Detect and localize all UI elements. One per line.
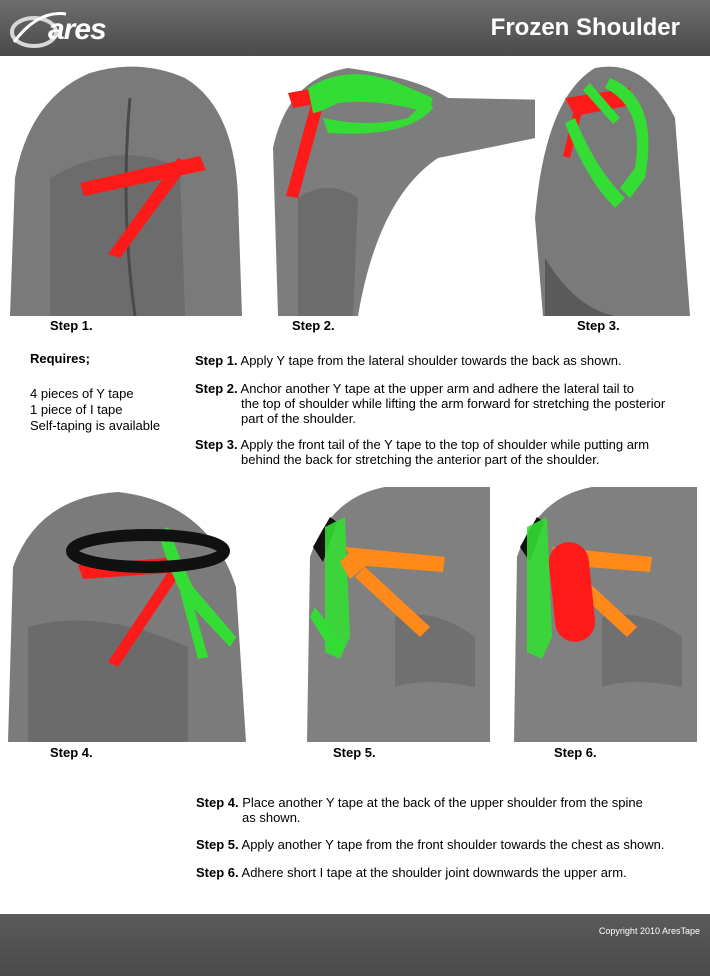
requires-item: Self-taping is available [30,418,161,433]
instruction-step-number: Step 4. [196,795,239,810]
instruction-text: as shown. [242,810,301,825]
requires-item: 1 piece of I tape [30,402,123,417]
instruction-step-number: Step 2. [195,381,238,396]
step4-photo [8,487,248,742]
instruction-text: Adhere short I tape at the shoulder join… [241,865,627,880]
instruction-step-number: Step 5. [196,837,239,852]
ares-logo: ares [8,6,128,52]
step5-label: Step 5. [333,745,376,760]
step3-photo [535,58,695,316]
instruction-step5: Step 5. Apply another Y tape from the fr… [196,837,706,852]
instruction-text: behind the back for stretching the anter… [241,452,600,467]
page-title: Frozen Shoulder [490,14,680,41]
step1-label: Step 1. [50,318,93,333]
step6-photo [512,487,697,742]
requires-item: 4 pieces of Y tape [30,386,134,401]
instruction-text: the top of shoulder while lifting the ar… [241,396,666,411]
footer-bar: Copyright 2010 AresTape [0,914,710,976]
step6-label: Step 6. [554,745,597,760]
copyright-text: Copyright 2010 AresTape [598,926,700,936]
instruction-text: Anchor another Y tape at the upper arm a… [240,381,634,396]
instruction-step4: Step 4. Place another Y tape at the back… [196,795,706,825]
instruction-step-number: Step 1. [195,353,238,368]
step2-label: Step 2. [292,318,335,333]
step1-photo [10,58,245,316]
instruction-step3: Step 3. Apply the front tail of the Y ta… [195,437,705,467]
logo-swoosh-icon [10,12,67,48]
instruction-step-number: Step 6. [196,865,239,880]
step2-photo [268,58,563,316]
step3-label: Step 3. [577,318,620,333]
instruction-text: part of the shoulder. [241,411,356,426]
instruction-step2: Step 2. Anchor another Y tape at the upp… [195,381,705,426]
requires-title: Requires; [30,351,90,366]
instruction-text: Apply the front tail of the Y tape to th… [240,437,650,452]
instruction-step6: Step 6. Adhere short I tape at the shoul… [196,865,706,880]
instruction-text: Apply another Y tape from the front shou… [241,837,665,852]
step4-label: Step 4. [50,745,93,760]
step5-photo [305,487,490,742]
instruction-text: Apply Y tape from the lateral shoulder t… [240,353,622,368]
instruction-step-number: Step 3. [195,437,238,452]
instruction-step1: Step 1. Apply Y tape from the lateral sh… [195,353,705,368]
instruction-text: Place another Y tape at the back of the … [242,795,643,810]
header-bar: ares Frozen Shoulder [0,0,710,56]
logo-wordmark: ares [48,13,107,46]
